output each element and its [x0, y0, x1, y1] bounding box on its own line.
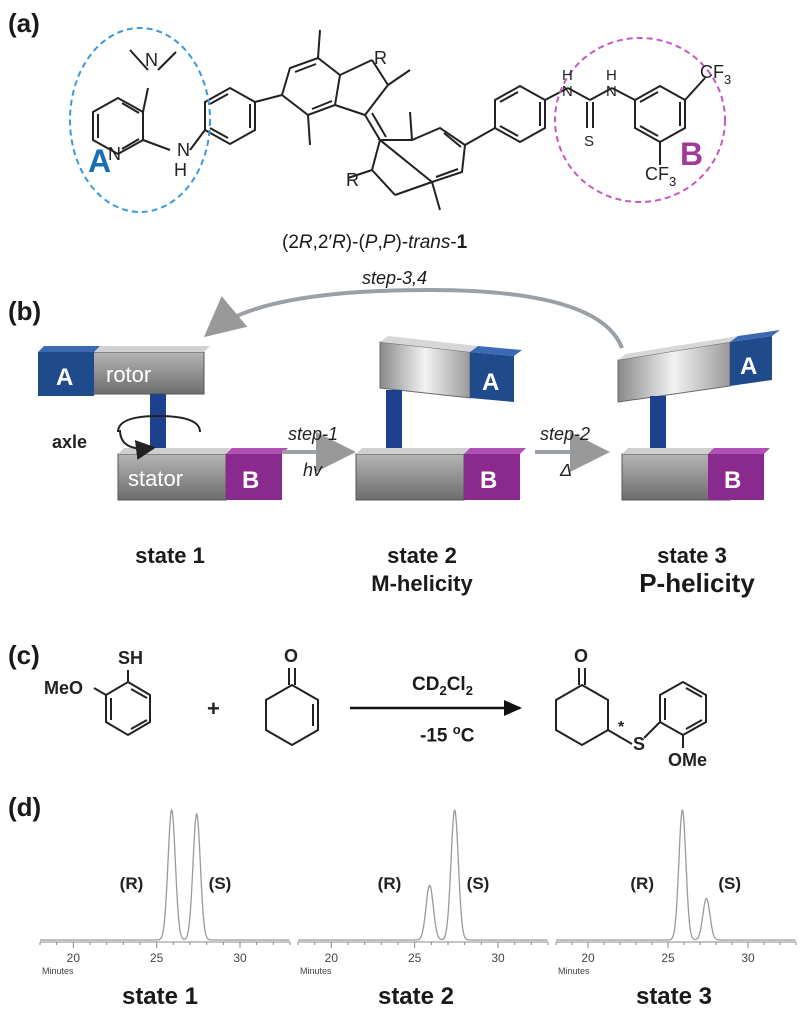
c-MeO: MeO — [44, 678, 83, 698]
c-star: * — [618, 719, 625, 736]
chrom-xlabel: Minutes — [300, 966, 332, 975]
state2-motor — [355, 336, 526, 501]
state2-B-label: B — [480, 467, 497, 494]
molecule-structure: N N N H R R H N H N S CF 3 CF 3 A B — [69, 27, 731, 213]
chrom1-state: state 1 — [121, 983, 199, 1010]
label-A: A — [88, 143, 111, 179]
arrow-step-3-4 — [203, 287, 624, 349]
compound-name: (2R,2′R)-(P,P)-trans-1 — [282, 232, 468, 253]
chrom-xlabel: Minutes — [558, 966, 590, 975]
state2-stator — [355, 453, 465, 501]
chrom-tick-label: 30 — [233, 951, 247, 965]
state1-name: state 1 — [135, 543, 205, 568]
circle-A — [69, 27, 211, 213]
state2-B-block — [464, 454, 520, 500]
state1-A-label: A — [56, 364, 73, 391]
state2-A-label: A — [482, 369, 499, 396]
chrom-S-label: (S) — [467, 874, 490, 893]
state1-B-label: B — [242, 467, 259, 494]
state3-A-block — [730, 336, 772, 386]
c-O: O — [284, 646, 298, 666]
state2-A-block — [470, 352, 514, 402]
c-prod-S: S — [633, 734, 645, 754]
atom-H2: H — [606, 67, 617, 84]
chrom-tick-label: 25 — [408, 951, 422, 965]
atom-NH-N: N — [177, 140, 190, 160]
state3-axle — [650, 396, 666, 464]
atom-S: S — [584, 133, 594, 150]
state3-motor — [617, 330, 780, 501]
chrom-R-label: (R) — [120, 874, 144, 893]
state2-helicity: M-helicity — [371, 571, 473, 596]
chrom-tick-label: 25 — [661, 951, 675, 965]
atom-CF3-top: CF — [700, 62, 724, 82]
state3-B-label: B — [724, 467, 741, 494]
chrom3-state: state 3 — [635, 983, 713, 1010]
c-prod-OMe: OMe — [668, 750, 707, 770]
c-prod-O: O — [574, 646, 588, 666]
step-3-4-label: step-3,4 — [362, 268, 428, 288]
step2-label: step-2 — [540, 424, 590, 444]
state1-stator — [117, 453, 227, 501]
panel-label-c: (c) — [8, 640, 40, 670]
atom-R-top: R — [374, 48, 387, 68]
state3-B-block — [708, 454, 764, 500]
atom-N1: N — [562, 83, 573, 100]
state2-name: state 2 — [387, 543, 457, 568]
chrom-trace — [40, 808, 290, 941]
state2-axle — [386, 390, 402, 464]
atom-CF3-bottom: CF — [645, 164, 669, 184]
chrom-tick-label: 25 — [150, 951, 164, 965]
chrom-S-label: (S) — [718, 874, 741, 893]
motor-diagram: A rotor stator B axle step-1 hv A B step… — [38, 287, 780, 501]
chrom-tick-label: 20 — [581, 951, 595, 965]
state1-B-block — [226, 454, 282, 500]
chrom-trace — [556, 808, 796, 941]
atom-R-bottom: R — [346, 170, 359, 190]
hv-label: hv — [303, 460, 323, 480]
chrom-trace — [298, 808, 548, 941]
label-B: B — [680, 136, 703, 172]
delta-label: Δ — [559, 460, 572, 480]
c-solvent: CD2Cl2 — [412, 674, 473, 698]
atom-CF3-top-sub: 3 — [724, 72, 731, 87]
reaction-scheme: SH MeO + O O * S OMe — [44, 646, 707, 770]
circle-B — [554, 37, 726, 203]
step1-label: step-1 — [288, 424, 338, 444]
atom-NH-H: H — [174, 160, 187, 180]
c-SH: SH — [118, 648, 143, 668]
panel-label-d: (d) — [8, 792, 42, 822]
c-plus: + — [207, 696, 220, 721]
state1-stator-label: stator — [128, 466, 183, 491]
axle-label: axle — [52, 432, 87, 452]
chrom-xlabel: Minutes — [42, 966, 74, 975]
chrom-tick-label: 30 — [491, 951, 505, 965]
atom-H1: H — [562, 67, 573, 84]
state3-name: state 3 — [657, 543, 727, 568]
chrom-tick-label: 20 — [67, 951, 81, 965]
atom-N2: N — [606, 83, 617, 100]
chrom2-state: state 2 — [377, 983, 455, 1010]
atom-N-top: N — [145, 50, 158, 70]
state1-rotor-label: rotor — [106, 362, 151, 387]
state1-motor — [38, 346, 288, 501]
chrom-R-label: (R) — [378, 874, 402, 893]
panel-label-a: (a) — [8, 8, 40, 38]
state3-A-label: A — [740, 353, 757, 380]
atom-CF3-bottom-sub: 3 — [669, 174, 676, 189]
state1-A-block — [38, 352, 94, 396]
chrom-S-label: (S) — [209, 874, 232, 893]
panel-label-b: (b) — [8, 296, 42, 326]
chrom-tick-label: 20 — [325, 951, 339, 965]
atom-N-ring: N — [108, 144, 121, 164]
chrom-tick-label: 30 — [741, 951, 755, 965]
c-temperature: -15 oC — [420, 722, 475, 747]
state3-helicity: P-helicity — [639, 568, 755, 598]
state1-rotor — [91, 351, 205, 395]
chrom-R-label: (R) — [630, 874, 654, 893]
